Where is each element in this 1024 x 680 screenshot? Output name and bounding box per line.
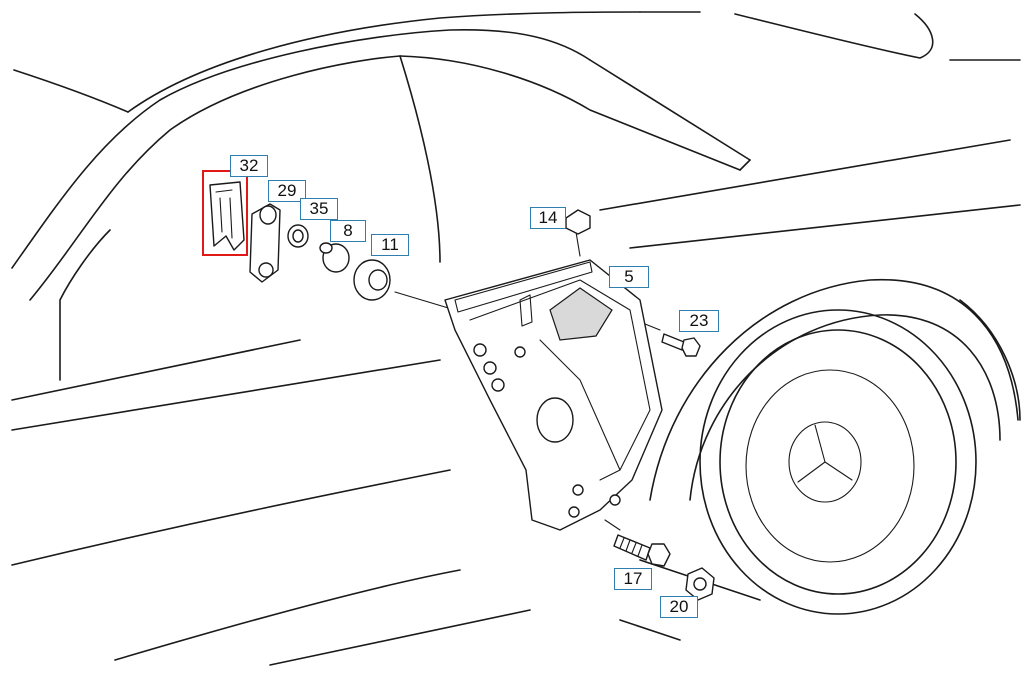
callout-label: 14 bbox=[538, 208, 558, 227]
part-20-nut bbox=[685, 567, 715, 601]
callout-label: 20 bbox=[669, 597, 689, 616]
callout-label: 32 bbox=[239, 156, 259, 175]
callout-label: 17 bbox=[623, 569, 643, 588]
callout-label: 8 bbox=[343, 221, 353, 240]
part-29-bracket bbox=[249, 203, 281, 283]
part-8-grommet bbox=[319, 242, 350, 273]
part-17-stud-bolt bbox=[613, 534, 671, 567]
callout-5[interactable]: 5 bbox=[609, 266, 649, 288]
part-14-nut bbox=[565, 209, 591, 235]
callout-label: 35 bbox=[309, 199, 329, 218]
part-5-mounting-bracket bbox=[444, 259, 663, 531]
callout-29[interactable]: 29 bbox=[268, 180, 306, 202]
part-32-clip bbox=[209, 181, 245, 251]
part-35-washer bbox=[287, 224, 309, 248]
callout-label: 11 bbox=[381, 235, 399, 254]
callout-label: 29 bbox=[277, 181, 297, 200]
callout-17[interactable]: 17 bbox=[614, 568, 652, 590]
callout-label: 5 bbox=[624, 267, 634, 286]
callout-20[interactable]: 20 bbox=[660, 596, 698, 618]
callout-label: 23 bbox=[689, 311, 709, 330]
callout-35[interactable]: 35 bbox=[300, 198, 338, 220]
part-23-bolt bbox=[661, 333, 701, 357]
callout-32[interactable]: 32 bbox=[230, 155, 268, 177]
callout-11[interactable]: 11 bbox=[371, 234, 409, 256]
callout-14[interactable]: 14 bbox=[530, 207, 566, 229]
part-11-bushing bbox=[353, 259, 391, 301]
callout-23[interactable]: 23 bbox=[679, 310, 719, 332]
callout-8[interactable]: 8 bbox=[330, 220, 366, 242]
